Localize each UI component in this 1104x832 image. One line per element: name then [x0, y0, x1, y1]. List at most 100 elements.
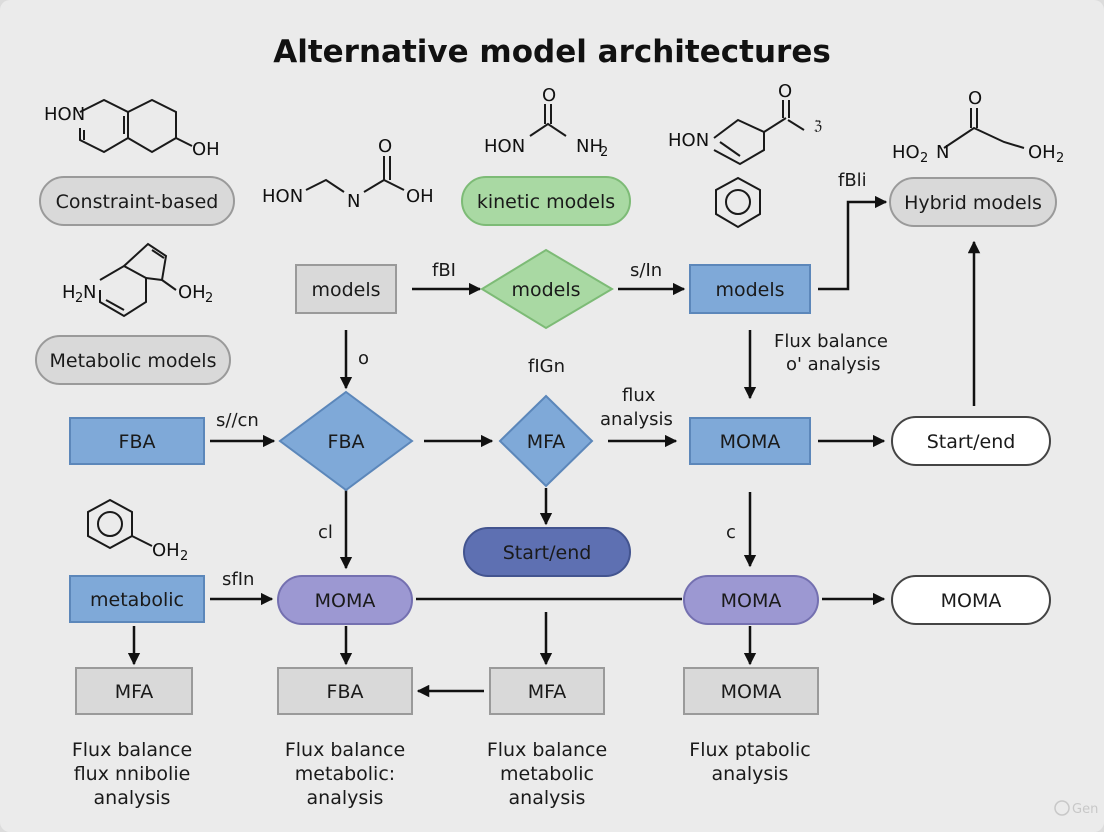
molecule-structure-5: O HO 2 N OH 2	[892, 88, 1064, 166]
node-models-left[interactable]: models	[295, 264, 397, 314]
caption-col1: Flux balance flux nnibolie analysis	[72, 739, 192, 809]
svg-text:MFA: MFA	[115, 681, 154, 703]
svg-text:HON: HON	[262, 186, 303, 207]
svg-text:2: 2	[920, 151, 928, 166]
svg-text:Hybrid models: Hybrid models	[904, 192, 1042, 214]
edge-models-to-hybrid	[818, 195, 888, 291]
svg-text:HO: HO	[892, 142, 920, 163]
svg-text:2: 2	[75, 291, 83, 306]
edge-label-fbi: fBI	[432, 260, 456, 281]
node-metabolic[interactable]: metabolic	[69, 575, 205, 623]
node-models-right[interactable]: models	[689, 264, 811, 314]
svg-text:MOMA: MOMA	[720, 431, 781, 453]
edge-label-s-cn: s/∕cn	[216, 410, 259, 431]
svg-text:Flux balance: Flux balance	[72, 739, 192, 761]
node-fba-diamond[interactable]: FBA	[278, 390, 414, 492]
svg-text:metabolic:: metabolic:	[295, 763, 395, 785]
node-moma-pill-right[interactable]: MOMA	[683, 575, 819, 625]
svg-text:N: N	[936, 142, 949, 163]
node-mfa-bottom-mid[interactable]: MFA	[489, 667, 605, 715]
svg-text:HON: HON	[668, 130, 709, 151]
svg-text:MOMA: MOMA	[721, 681, 782, 703]
svg-text:2: 2	[180, 549, 188, 564]
svg-text:metabolic: metabolic	[500, 763, 594, 785]
svg-text:ℨ: ℨ	[814, 119, 822, 134]
node-constraint-based[interactable]: Constraint-based	[39, 176, 235, 226]
edge-label-sfin: sfIn	[222, 569, 254, 590]
svg-text:H: H	[62, 282, 76, 303]
svg-text:MOMA: MOMA	[941, 590, 1002, 612]
node-start-end-right[interactable]: Start/end	[891, 416, 1051, 466]
edge-label-analysis: o' analysis	[786, 354, 881, 375]
svg-text:MFA: MFA	[528, 681, 567, 703]
node-moma-bottom[interactable]: MOMA	[683, 667, 819, 715]
svg-text:analysis: analysis	[712, 763, 789, 785]
svg-text:FBA: FBA	[328, 431, 365, 453]
svg-text:FBA: FBA	[119, 431, 156, 453]
molecule-structure-4: O HON ℨ	[668, 81, 822, 229]
svg-text:models: models	[715, 279, 784, 301]
edge-label-s-in: s/In	[630, 260, 662, 281]
svg-text:Flux ptabolic: Flux ptabolic	[689, 739, 810, 761]
svg-text:2: 2	[205, 291, 213, 306]
node-hybrid-models[interactable]: Hybrid models	[889, 177, 1057, 227]
node-mfa-bottom-left[interactable]: MFA	[75, 667, 193, 715]
svg-text:O: O	[778, 81, 792, 102]
svg-text:O: O	[542, 85, 556, 106]
svg-text:Gen: Gen	[1072, 802, 1098, 817]
svg-text:OH: OH	[178, 282, 206, 303]
watermark: Gen	[1054, 800, 1098, 817]
svg-text:flux nnibolie: flux nnibolie	[74, 763, 191, 785]
svg-text:OH: OH	[406, 186, 434, 207]
svg-text:Constraint-based: Constraint-based	[56, 191, 219, 213]
molecule-structure-1: HON OH	[44, 98, 220, 160]
edge-label-flux-analysis: analysis	[600, 409, 673, 430]
svg-text:analysis: analysis	[509, 787, 586, 809]
node-kinetic-models[interactable]: kinetic models	[461, 176, 631, 226]
edge-label-fign: fIGn	[528, 356, 565, 377]
svg-text:Start/end: Start/end	[927, 431, 1016, 453]
node-fba-bottom[interactable]: FBA	[277, 667, 413, 715]
svg-text:metabolic: metabolic	[90, 589, 184, 611]
node-moma-white[interactable]: MOMA	[891, 575, 1051, 625]
svg-text:OH: OH	[1028, 142, 1056, 163]
caption-col2: Flux balance metabolic: analysis	[285, 739, 405, 809]
svg-text:O: O	[968, 88, 982, 109]
edge-label-fbli: fBli	[838, 170, 867, 191]
svg-text:MFA: MFA	[527, 431, 566, 453]
svg-text:models: models	[511, 279, 580, 301]
edge-label-o: o	[358, 348, 369, 369]
molecule-structure-6: H 2 N OH 2	[62, 242, 213, 318]
svg-text:FBA: FBA	[327, 681, 364, 703]
node-moma-pill-left[interactable]: MOMA	[277, 575, 413, 625]
edge-label-flux: flux	[622, 385, 656, 406]
svg-text:OH: OH	[152, 540, 180, 561]
edge-label-flux-balance: Flux balance	[774, 331, 888, 352]
edge-label-cl: cl	[318, 522, 333, 543]
svg-text:kinetic models: kinetic models	[477, 191, 615, 213]
svg-text:Flux balance: Flux balance	[285, 739, 405, 761]
svg-text:Start/end: Start/end	[503, 542, 592, 564]
edge-label-c: c	[726, 522, 736, 543]
svg-text:HON: HON	[484, 136, 525, 157]
svg-text:MOMA: MOMA	[315, 590, 376, 612]
node-mfa-diamond[interactable]: MFA	[498, 394, 594, 488]
node-start-end-center[interactable]: Start/end	[463, 527, 631, 577]
node-models-diamond[interactable]: models	[480, 248, 614, 330]
caption-col4: Flux ptabolic analysis	[689, 739, 810, 785]
svg-text:2: 2	[1056, 151, 1064, 166]
svg-text:N: N	[347, 191, 360, 212]
node-moma-rect[interactable]: MOMA	[689, 417, 811, 465]
caption-col3: Flux balance metabolic analysis	[487, 739, 607, 809]
svg-text:O: O	[378, 136, 392, 157]
molecule-structure-3: O HON NH 2	[484, 85, 608, 160]
svg-text:analysis: analysis	[94, 787, 171, 809]
svg-text:HON: HON	[44, 104, 85, 125]
node-fba-rect[interactable]: FBA	[69, 417, 205, 465]
diagram-title: Alternative model architectures	[273, 34, 831, 70]
node-metabolic-models[interactable]: Metabolic models	[35, 335, 231, 385]
svg-text:MOMA: MOMA	[721, 590, 782, 612]
svg-text:N: N	[83, 282, 96, 303]
svg-text:models: models	[311, 279, 380, 301]
